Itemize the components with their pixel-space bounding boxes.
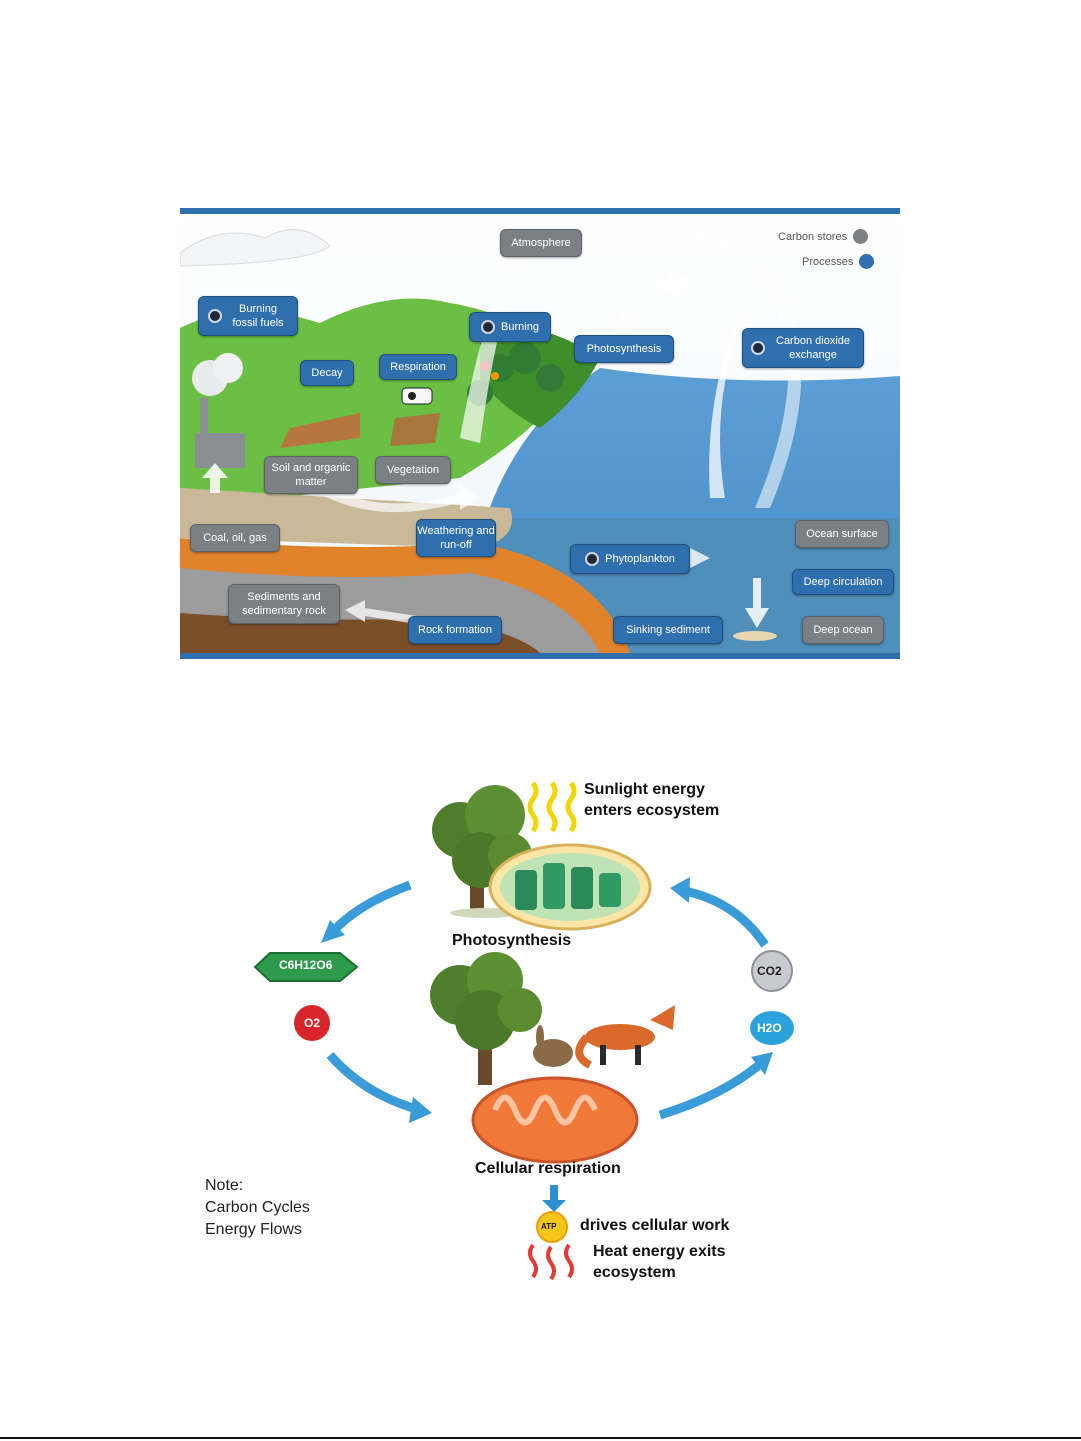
glucose-label: C6H12O6 (279, 958, 333, 972)
process-sinking-sediment: Sinking sediment (613, 616, 723, 644)
legend-processes: Processes (802, 254, 875, 269)
process-co2-exchange: Carbon dioxide exchange (742, 328, 864, 368)
co2-label: CO2 (757, 964, 782, 978)
store-deep-ocean: Deep ocean (802, 616, 884, 644)
drives-cellular-work-label: drives cellular work (580, 1217, 730, 1234)
store-coal-oil-gas: Coal, oil, gas (190, 524, 280, 552)
process-burning-fossil-fuels: Burning fossil fuels (198, 296, 298, 336)
atp-burst-icon (536, 1211, 568, 1243)
heat-energy-label: Heat energy exits ecosystem (593, 1243, 726, 1281)
atp-label: ATP (541, 1222, 557, 1231)
legend-stores-label: Carbon stores (778, 230, 848, 243)
sunlight-energy-label: Sunlight energy enters ecosystem (584, 781, 720, 819)
h2o-label: H2O (757, 1021, 782, 1035)
ecosystem-illustration (253, 781, 794, 1281)
process-dot-icon (859, 254, 875, 269)
page-bottom-rule (0, 1437, 1081, 1439)
store-dot-icon (853, 229, 869, 244)
carbon-cycle-diagram: Carbon stores Processes Atmosphere Soil … (180, 208, 900, 659)
note-title: Note: (205, 1177, 244, 1194)
process-burning: Burning (469, 312, 551, 342)
store-soil-organic-matter: Soil and organic matter (264, 456, 358, 494)
note-block: Note: Carbon Cycles Energy Flows (205, 1175, 310, 1241)
store-vegetation: Vegetation (375, 456, 451, 484)
glucose-hexagon-icon (253, 952, 359, 982)
process-decay: Decay (300, 360, 354, 386)
co2-molecule-icon (751, 950, 793, 992)
note-carbon-cycles: Carbon Cycles (205, 1199, 310, 1216)
o2-label: O2 (304, 1016, 321, 1030)
process-respiration: Respiration (379, 354, 457, 380)
plankton-icon (585, 552, 600, 566)
store-atmosphere: Atmosphere (500, 229, 582, 257)
legend-carbon-stores: Carbon stores (778, 229, 869, 244)
photosynthesis-label: Photosynthesis (452, 932, 572, 949)
legend-processes-label: Processes (802, 255, 854, 268)
exchange-icon (751, 341, 765, 355)
process-phytoplankton: Phytoplankton (570, 544, 690, 574)
process-rock-formation: Rock formation (408, 616, 502, 644)
store-ocean-surface: Ocean surface (795, 520, 889, 548)
process-weathering: Weathering and run-off (416, 519, 496, 557)
store-sediments: Sediments and sedimentary rock (228, 584, 340, 624)
o2-molecule-icon (294, 1005, 330, 1041)
photosynthesis-respiration-diagram: Sunlight energy enters ecosystem Photosy… (195, 775, 815, 1295)
fire-icon (481, 320, 496, 334)
cellular-respiration-label: Cellular respiration (475, 1160, 621, 1177)
note-energy-flows: Energy Flows (205, 1221, 302, 1238)
h2o-molecule-icon (750, 1011, 794, 1045)
process-photosynthesis: Photosynthesis (574, 335, 674, 363)
fire-icon (208, 309, 222, 323)
process-deep-circulation: Deep circulation (792, 569, 894, 595)
